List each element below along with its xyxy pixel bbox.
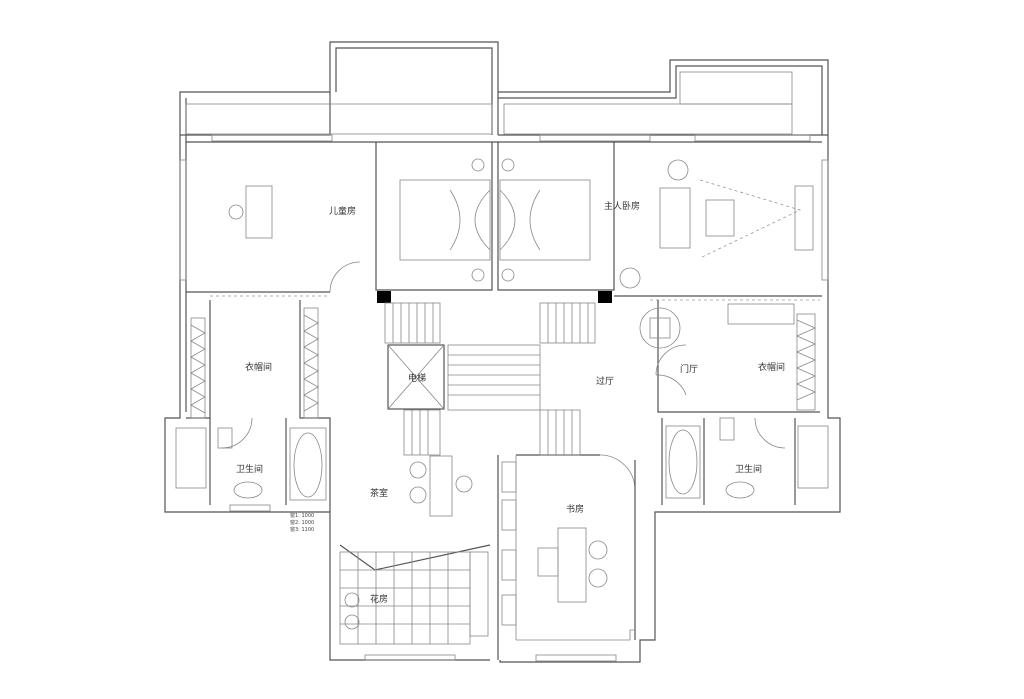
wardrobes	[190, 303, 816, 419]
window-notes: 窗1: 1000 窗2: 1000 窗3: 1100	[290, 513, 314, 534]
room-label-flower-room: 花房	[370, 595, 389, 605]
room-label-hall: 过厅	[596, 377, 615, 387]
column	[377, 291, 391, 303]
sitting-area	[619, 159, 814, 289]
room-label-master-bedroom: 主人卧房	[604, 202, 641, 212]
bed-left	[399, 158, 491, 282]
bed-right	[499, 158, 591, 282]
bathroom-fixtures	[175, 417, 829, 501]
inner-walls	[186, 141, 822, 660]
tea-table	[409, 455, 473, 517]
window-note: 窗3: 1100	[290, 527, 315, 533]
elevator	[387, 344, 445, 410]
windows	[179, 134, 829, 662]
room-label-closet-left: 衣帽间	[245, 363, 273, 373]
study-desk	[501, 461, 608, 626]
room-label-study: 书房	[566, 505, 585, 515]
room-label-bathroom-right: 卫生间	[735, 465, 763, 475]
room-label-tea-room: 茶室	[370, 489, 389, 499]
window-note: 窗2: 1000	[290, 520, 315, 526]
column	[598, 291, 612, 303]
window-note: 窗1: 1000	[290, 513, 315, 519]
room-label-bathroom-left: 卫生间	[236, 465, 264, 475]
room-label-foyer: 门厅	[680, 365, 699, 375]
desk	[245, 185, 273, 239]
staircase	[384, 302, 596, 456]
ceiling-lamp	[639, 307, 681, 349]
flower-room-tiles	[339, 551, 489, 645]
room-label-closet-right: 衣帽间	[758, 363, 786, 373]
room-label-children: 儿童房	[329, 207, 357, 217]
room-label-elevator: 电梯	[408, 374, 427, 384]
chair	[228, 204, 244, 220]
